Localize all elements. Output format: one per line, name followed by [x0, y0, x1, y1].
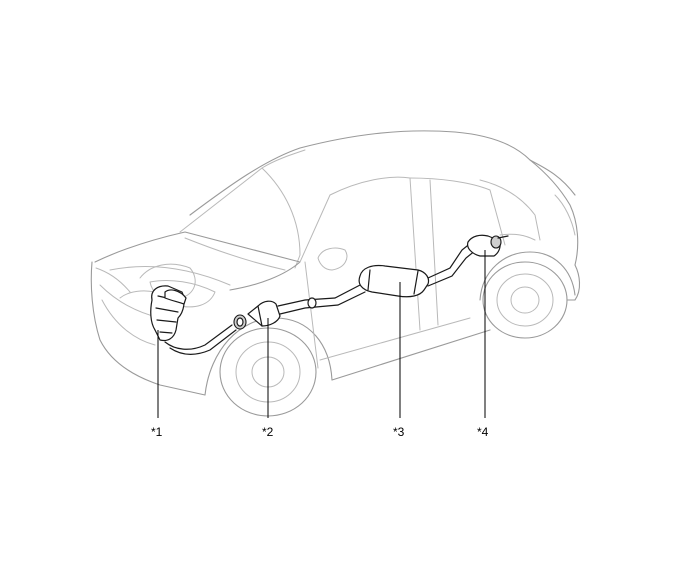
vehicle-outline — [90, 130, 581, 417]
exhaust-manifold-converter — [150, 285, 187, 342]
callout-labels: *1 *2 *3 *4 — [151, 425, 489, 439]
callout-label-3: *3 — [393, 425, 405, 439]
center-muffler — [358, 264, 430, 298]
callout-label-1: *1 — [151, 425, 163, 439]
flex-joint — [233, 314, 247, 330]
callout-label-4: *4 — [477, 425, 489, 439]
callout-leaders — [157, 250, 486, 418]
center-converter — [247, 300, 281, 327]
exhaust-system — [150, 234, 509, 355]
callout-label-2: *2 — [262, 425, 274, 439]
tailpipe — [467, 234, 509, 257]
